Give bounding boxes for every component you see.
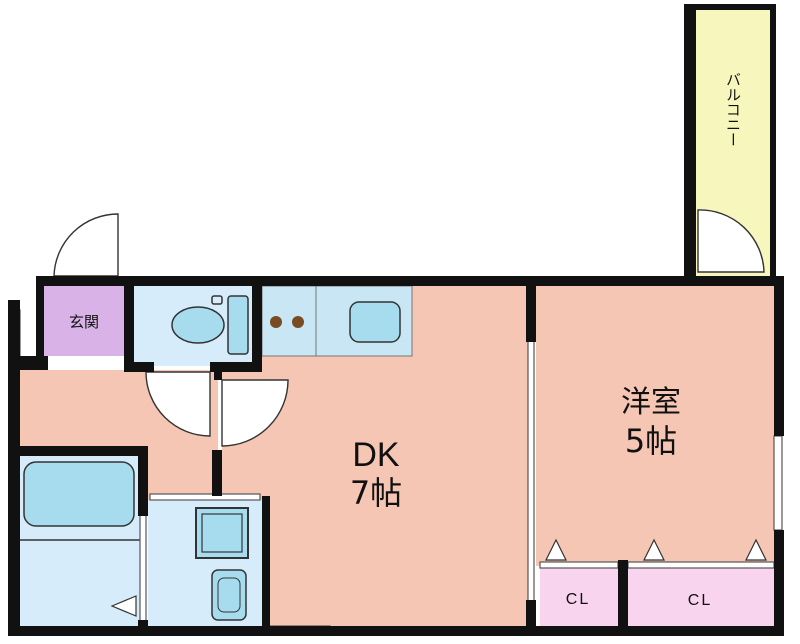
closet-door-right	[627, 561, 775, 569]
hallway-floor-lower	[140, 440, 218, 500]
sliding-door-bath	[139, 513, 147, 623]
balcony-door-swing	[697, 209, 765, 273]
closet-door-left	[539, 561, 619, 569]
toilet-fixture	[171, 295, 249, 355]
washbasin-fixture	[195, 507, 249, 559]
kitchen-sink-fixture	[349, 301, 401, 343]
closet-marker-icon	[545, 538, 567, 561]
western-name-label: 洋室	[621, 385, 681, 420]
balcony-label: バルコニー	[724, 72, 742, 147]
stove-burner-icon	[270, 316, 282, 328]
entrance-floor	[44, 286, 124, 356]
closet-right-floor	[628, 568, 774, 626]
front-door-swing	[53, 213, 119, 277]
sliding-door-wash	[149, 493, 261, 501]
dk-name-label: DK	[352, 436, 400, 474]
entrance-label: 玄関	[69, 313, 99, 331]
dk-size-label: 7帖	[350, 474, 402, 512]
sliding-door-dk-western	[527, 339, 535, 603]
closet-left-floor	[540, 568, 618, 626]
closet-marker-icon	[745, 538, 767, 561]
dk-door-swing	[221, 379, 289, 447]
western-floor	[536, 286, 776, 566]
bath-drain-icon	[110, 595, 137, 617]
window-east	[773, 435, 783, 531]
bathtub-fixture	[23, 461, 135, 527]
stove-burner-icon	[292, 316, 304, 328]
western-size-label: 5帖	[625, 422, 677, 460]
washing-machine-fixture	[211, 569, 247, 621]
toilet-door-swing	[145, 371, 211, 437]
closet-left-label: CL	[566, 591, 590, 608]
closet-right-label: CL	[688, 592, 712, 609]
closet-marker-icon	[643, 538, 665, 561]
